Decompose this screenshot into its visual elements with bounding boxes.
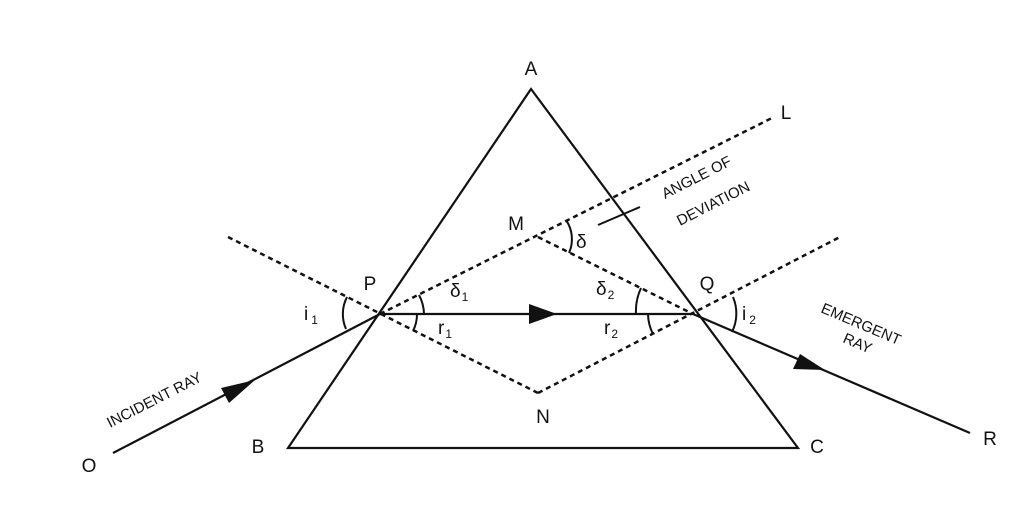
- label-r: R: [983, 429, 997, 450]
- label-d1: δ1: [450, 281, 469, 304]
- incident-extension-line: [379, 116, 773, 316]
- emergent-backward-line: [537, 235, 841, 395]
- arc-i2: [731, 296, 738, 333]
- label-o: O: [82, 456, 97, 477]
- label-delta: δ: [576, 232, 587, 253]
- label-n: N: [536, 407, 550, 428]
- arc-i1: [341, 296, 348, 330]
- arc-d1: [418, 294, 425, 315]
- label-r2: r2: [604, 318, 618, 341]
- arc-r2: [647, 313, 654, 335]
- emergent-ray: [692, 312, 971, 435]
- incident-arrow: [221, 380, 255, 403]
- deviation-pointer: [597, 206, 641, 226]
- refracted-arrow: [529, 304, 557, 324]
- label-d2: δ2: [596, 279, 615, 302]
- label-b: B: [252, 437, 265, 458]
- label-p: P: [364, 274, 377, 295]
- label-m: M: [508, 214, 524, 235]
- label-q: Q: [700, 274, 715, 295]
- label-l: L: [781, 103, 792, 124]
- normal-at-p: [227, 235, 539, 395]
- caption-incident-ray: INCIDENT RAY: [104, 369, 205, 432]
- arc-d2: [634, 287, 642, 315]
- normal-at-q: [537, 235, 694, 316]
- emergent-arrow: [793, 354, 825, 370]
- label-r1: r1: [438, 318, 452, 341]
- arc-r1: [412, 313, 419, 332]
- label-c: C: [810, 437, 824, 458]
- label-a: A: [525, 59, 538, 80]
- prism-triangle: [285, 87, 801, 450]
- arc-delta: [565, 219, 573, 254]
